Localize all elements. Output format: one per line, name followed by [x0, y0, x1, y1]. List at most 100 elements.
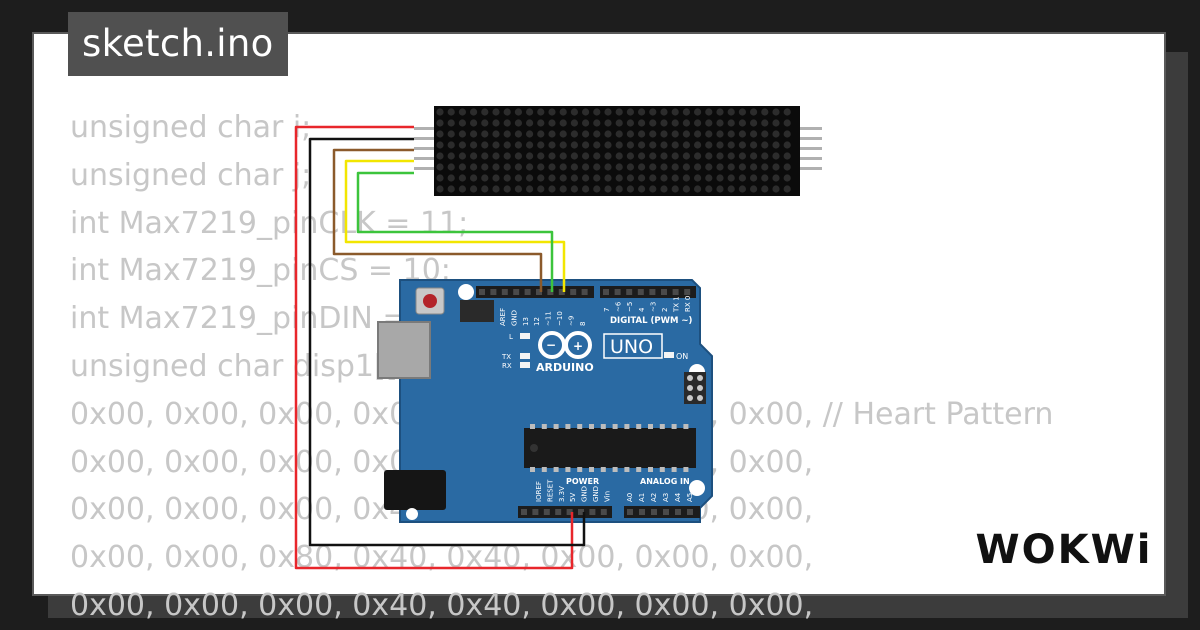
analog-pin-label: A2 [650, 493, 658, 502]
matrix-led [470, 108, 478, 116]
matrix-led [660, 185, 668, 193]
matrix-led [559, 174, 567, 182]
matrix-led [470, 185, 478, 193]
header-pin[interactable] [675, 509, 681, 515]
header-pin[interactable] [627, 509, 633, 515]
header-pin[interactable] [543, 509, 550, 515]
matrix-led [682, 130, 691, 138]
matrix-led [705, 163, 713, 171]
chip-leg [659, 424, 665, 429]
matrix-led [783, 174, 791, 182]
wire-din-brown[interactable] [332, 148, 543, 292]
header-pin[interactable] [603, 289, 609, 295]
matrix-led [436, 141, 444, 149]
header-pin[interactable] [521, 509, 527, 515]
header-pin[interactable] [663, 509, 669, 515]
header-pin[interactable] [672, 289, 679, 295]
power-pin-label: RESET [546, 479, 554, 502]
matrix-led [582, 130, 590, 138]
board-model: UNO [610, 336, 653, 358]
header-pin[interactable] [661, 289, 667, 295]
analog-pin-label: A1 [638, 493, 646, 502]
matrix-led [682, 152, 691, 160]
header-pin[interactable] [578, 509, 584, 515]
digital-pin-label: 4 [638, 307, 646, 312]
header-pin[interactable] [524, 289, 531, 295]
matrix-led [660, 130, 668, 138]
header-pin[interactable] [513, 289, 520, 295]
matrix-led [626, 185, 635, 193]
header-pin[interactable] [626, 289, 633, 295]
matrix-led [716, 130, 724, 138]
power-pin-label: Vin [603, 491, 611, 502]
matrix-led [694, 130, 702, 138]
filename-label: sketch.ino [82, 22, 274, 65]
matrix-led [481, 119, 489, 127]
wire-vcc-red[interactable] [294, 125, 574, 570]
matrix-led [470, 152, 478, 160]
code-line: unsigned char j; [70, 157, 312, 193]
matrix-led [615, 130, 623, 138]
header-pin[interactable] [536, 289, 542, 295]
header-pin[interactable] [637, 289, 644, 295]
code-line: 0x00, 0x00, 0x00, 0x40, 0x40, 0x00, 0x00… [70, 587, 814, 623]
matrix-led [705, 119, 713, 127]
header-pin[interactable] [684, 289, 691, 295]
header-pin[interactable] [479, 289, 485, 295]
header-pin[interactable] [639, 509, 645, 515]
matrix-led [783, 141, 791, 149]
matrix-led [604, 185, 612, 193]
matrix-led [626, 130, 635, 138]
digital-pin-label: AREF [499, 308, 507, 326]
chip-leg [530, 424, 535, 429]
digital-pin-label: ~10 [556, 311, 564, 326]
header-pin[interactable] [501, 289, 508, 295]
matrix-led [772, 141, 780, 149]
chip-leg [541, 424, 547, 429]
header-pin[interactable] [600, 509, 607, 515]
header-pin[interactable] [614, 289, 621, 295]
chip-leg [648, 467, 653, 472]
chip-leg [612, 467, 618, 472]
matrix-led [492, 174, 500, 182]
filename-tab[interactable]: sketch.ino [68, 12, 288, 76]
header-pin[interactable] [651, 509, 657, 515]
analog-pin-label: A0 [626, 493, 634, 502]
matrix-led [649, 163, 657, 171]
matrix-led [548, 141, 556, 149]
arduino-logo: − + ARDUINO [536, 331, 594, 374]
matrix-led [492, 152, 500, 160]
matrix-led [470, 119, 478, 127]
wokwi-logo: WOKWi [976, 526, 1152, 574]
header-pin[interactable] [547, 289, 554, 295]
matrix-led [481, 163, 489, 171]
power-pin-label: 3.3V [558, 486, 566, 502]
matrix-led [694, 185, 702, 193]
header-pin[interactable] [649, 289, 656, 295]
header-pin[interactable] [589, 509, 596, 515]
led-matrix[interactable] [414, 106, 822, 196]
power-header-label: POWER [566, 477, 599, 486]
header-pin[interactable] [490, 289, 497, 295]
matrix-led [682, 174, 691, 182]
svg-text:−: − [546, 338, 556, 352]
matrix-led [638, 108, 646, 116]
matrix-led [615, 119, 623, 127]
matrix-led [783, 119, 791, 127]
header-pin[interactable] [555, 509, 562, 515]
matrix-led [716, 174, 724, 182]
header-pin[interactable] [581, 289, 588, 295]
header-pin[interactable] [532, 509, 539, 515]
header-pin[interactable] [570, 289, 577, 295]
wire-clk-green[interactable] [356, 171, 554, 292]
matrix-led [660, 163, 668, 171]
wire-cs-yellow[interactable] [344, 159, 566, 292]
matrix-led [593, 130, 601, 138]
header-pin[interactable] [687, 509, 693, 515]
matrix-led [761, 152, 769, 160]
matrix-led [694, 141, 702, 149]
wire-gnd-black[interactable] [308, 137, 586, 547]
header-pin[interactable] [558, 289, 565, 295]
header-pin[interactable] [566, 509, 573, 515]
